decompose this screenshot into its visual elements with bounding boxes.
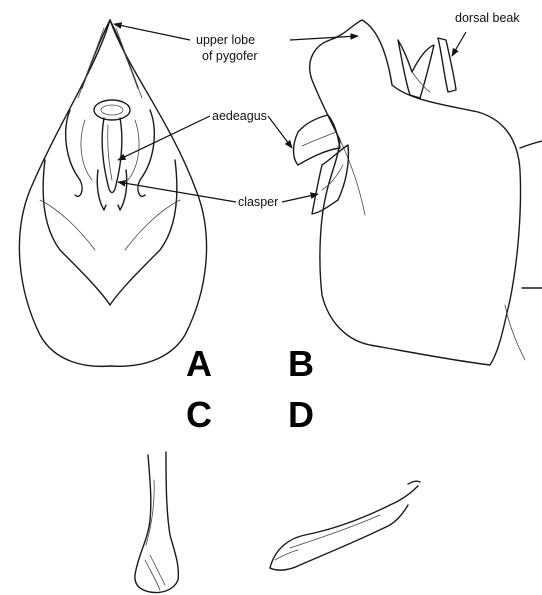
label-upper-lobe-line2: of pygofer [202, 49, 258, 63]
arrow-upper-lobe-a [114, 24, 190, 40]
label-clasper: clasper [238, 195, 278, 209]
panel-label-d: D [288, 394, 314, 435]
arrow-aedeagus-b [268, 116, 292, 148]
arrow-upper-lobe-b [290, 36, 358, 40]
arrow-clasper-b [282, 194, 318, 202]
label-upper-lobe-line1: upper lobe [196, 33, 255, 47]
panel-label-c: C [186, 394, 212, 435]
drawing-c-aedeagus [135, 452, 179, 593]
leader-arrows [114, 24, 466, 202]
label-aedeagus: aedeagus [212, 109, 267, 123]
panel-label-a: A [186, 343, 212, 384]
panel-label-b: B [288, 343, 314, 384]
drawing-b-genital-capsule-lateral [294, 20, 542, 365]
arrow-dorsal-beak [452, 32, 466, 56]
drawing-a-genital-capsule-ventral [19, 20, 206, 366]
drawing-d-clasper [270, 481, 420, 570]
label-dorsal-beak: dorsal beak [455, 11, 520, 25]
